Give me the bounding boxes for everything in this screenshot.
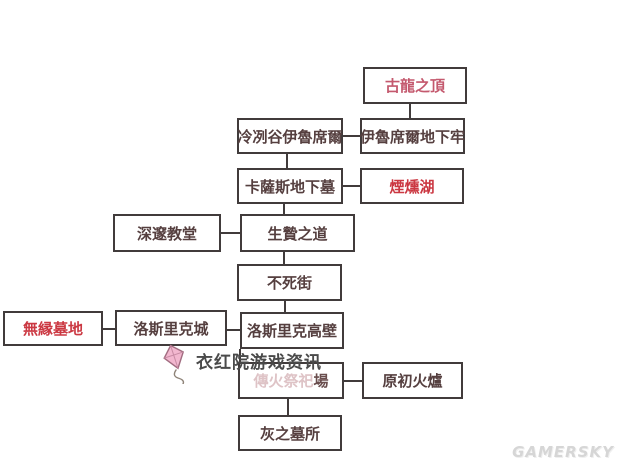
connector-catacombs-to-road — [283, 204, 285, 214]
node-cathedral-of-the-deep: 深邃教堂 — [113, 214, 221, 252]
node-smouldering-lake: 煙燻湖 — [360, 168, 464, 204]
gamersky-logo: GAMERSKY — [512, 443, 614, 461]
connector-road-to-undead — [283, 252, 285, 264]
node-high-wall-of-lothric: 洛斯里克高壁 — [240, 312, 344, 349]
kite-icon — [163, 344, 185, 384]
connector-irithyll-to-dungeon — [343, 135, 360, 137]
connector-graves-to-castle — [103, 328, 115, 330]
connector-catacombs-to-lake — [343, 185, 360, 187]
node-irithyll: 冷冽谷伊魯席爾 — [237, 118, 343, 154]
node-untended-graves: 無縁墓地 — [3, 311, 103, 346]
node-cemetery-of-ash: 灰之墓所 — [238, 415, 342, 451]
connector-undead-to-highwall — [284, 301, 286, 312]
node-firelink-shrine: 傳火祭祀場 — [238, 362, 344, 399]
firelink-shrine-label-dark: 場 — [313, 372, 329, 390]
firelink-shrine-label-faded: 傳火祭祀 — [253, 372, 314, 390]
connector-highwall-to-firelink — [239, 349, 241, 362]
node-road-of-sacrifices: 生贄之道 — [240, 214, 355, 252]
site-watermark: 衣红院游戏资讯 — [196, 353, 322, 373]
connector-cathedral-to-road — [221, 232, 240, 234]
node-undead-settlement: 不死街 — [237, 264, 342, 301]
connector-archdragon-to-dungeon — [409, 104, 411, 118]
connector-irithyll-to-catacombs — [286, 154, 288, 168]
node-kiln-of-the-first-flame: 原初火爐 — [362, 362, 463, 399]
connector-firelink-to-kiln — [344, 380, 362, 382]
node-archdragon-peak: 古龍之頂 — [363, 67, 467, 104]
node-lothric-castle: 洛斯里克城 — [115, 310, 227, 346]
node-catacombs-of-carthus: 卡薩斯地下墓 — [237, 168, 343, 204]
connector-firelink-to-cemetery — [287, 399, 289, 415]
node-irithyll-dungeon: 伊魯席爾地下牢 — [360, 118, 465, 154]
connector-castle-to-highwall — [227, 329, 240, 331]
